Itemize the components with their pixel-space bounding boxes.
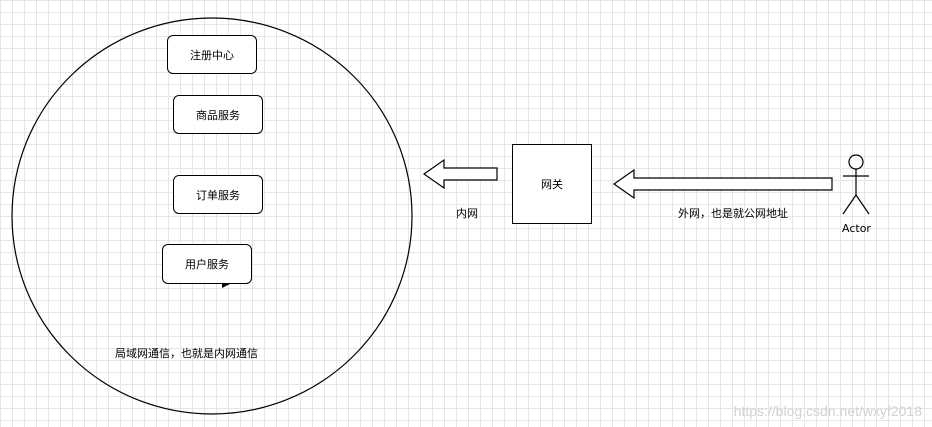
- watermark-text: https://blog.csdn.net/wxyf2018: [733, 403, 922, 419]
- user-service-box: 用户服务: [162, 244, 252, 284]
- order-service-label: 订单服务: [196, 188, 240, 202]
- internal-network-label: 内网: [456, 207, 478, 220]
- user-service-label: 用户服务: [185, 258, 229, 271]
- lan-boundary-circle: [11, 17, 413, 415]
- external-network-label: 外网，也是就公网地址: [678, 207, 788, 220]
- lan-caption: 局域网通信，也就是内网通信: [115, 347, 258, 360]
- order-service-box: 订单服务: [173, 175, 263, 214]
- gateway-box: 网关: [512, 144, 592, 224]
- service-registry-label: 注册中心: [190, 48, 234, 62]
- service-registry-box: 注册中心: [167, 35, 257, 74]
- actor-label: Actor: [842, 222, 871, 235]
- product-service-box: 商品服务: [173, 95, 263, 134]
- product-service-label: 商品服务: [196, 108, 240, 122]
- actor-figure: [842, 154, 870, 215]
- internal-arrow: [422, 158, 498, 190]
- gateway-label: 网关: [541, 178, 563, 191]
- external-arrow: [612, 168, 833, 200]
